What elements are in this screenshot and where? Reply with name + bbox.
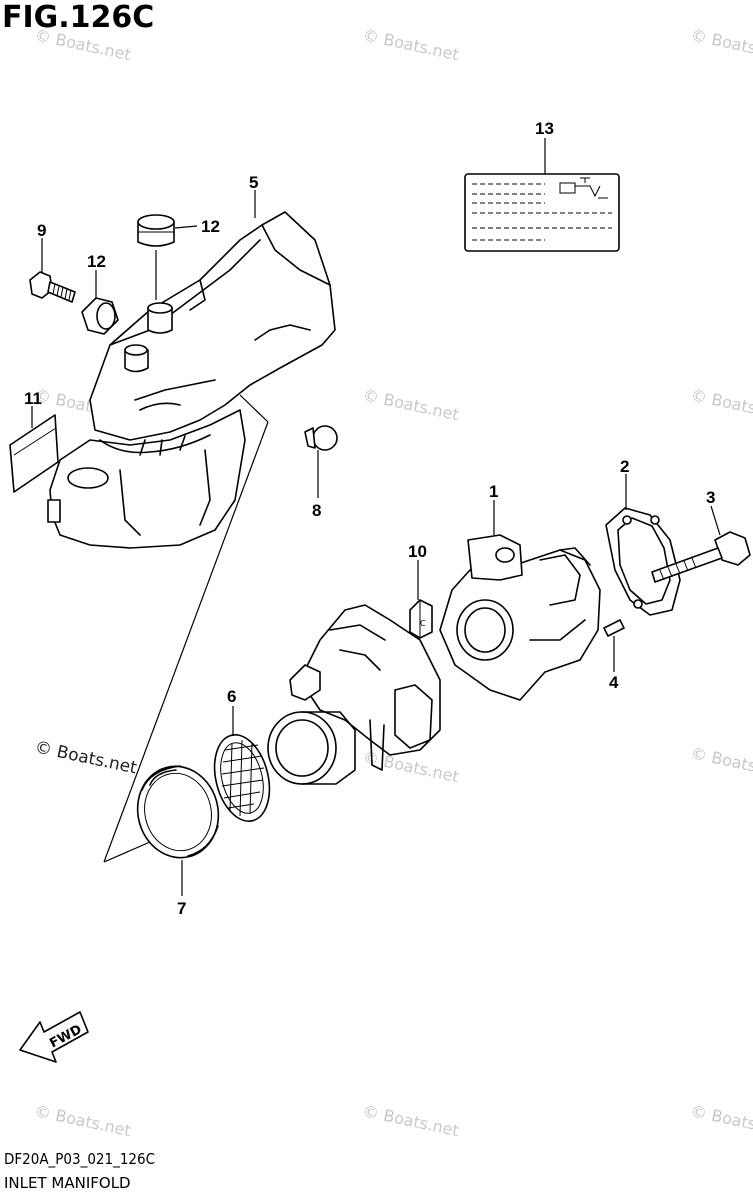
watermark: © Boats.net [689,25,753,64]
throttle-body-assembly [267,604,441,785]
watermark: © Boats.net [33,1101,132,1140]
watermark: © Boats.net [361,385,460,424]
svg-text:C: C [420,619,426,628]
watermark: © Boats.net [33,737,139,778]
callout-12-upper: 12 [201,217,220,236]
figure-title: FIG.126C [2,0,155,35]
part-5-silencer-case [89,211,336,441]
callout-1: 1 [489,482,498,501]
watermark: © Boats.net [689,743,753,782]
part-9-bolt [29,271,76,303]
callout-6: 6 [227,687,236,706]
part-3-bolt [651,531,751,583]
callout-4: 4 [609,673,619,692]
callout-10: 10 [408,542,427,561]
callout-8: 8 [312,501,321,520]
diagram-caption: INLET MANIFOLD [4,1174,131,1192]
part-8-grommet [304,425,338,451]
leader-lines [31,138,721,896]
watermark: © Boats.net [361,1101,460,1140]
part-7-sleeve [136,765,220,859]
callouts: 13 5 12 9 12 11 8 1 2 3 10 4 6 7 [24,119,715,918]
part-2-gasket [605,507,681,616]
watermark: © Boats.net [361,25,460,64]
part-11-seal-strip [9,414,59,493]
part-6-screen-filter [213,734,271,822]
part-1-inlet-manifold [439,534,601,701]
callout-12-lower: 12 [87,252,106,271]
callout-9: 9 [37,221,46,240]
callout-11: 11 [24,389,42,408]
callout-2: 2 [620,457,629,476]
part-13-label-sticker [464,173,620,252]
assembly-lines [103,394,269,863]
callout-5: 5 [249,173,258,192]
callout-3: 3 [706,488,715,507]
part-12-grommet-lower [81,297,119,335]
watermark: © Boats.net [689,1101,753,1140]
watermark: © Boats.net [689,385,753,424]
fwd-arrow-icon: FWD [19,1011,89,1063]
callout-7: 7 [177,899,186,918]
part-12-grommet-upper [137,214,175,247]
part-4-dowel-pin [603,619,625,637]
part-10-sensor: C [409,599,433,639]
callout-13: 13 [535,119,554,138]
part-5-lower-housing [47,409,246,549]
reference-code: DF20A_P03_021_126C [4,1150,156,1168]
watermark: © Boats.net [33,25,132,64]
